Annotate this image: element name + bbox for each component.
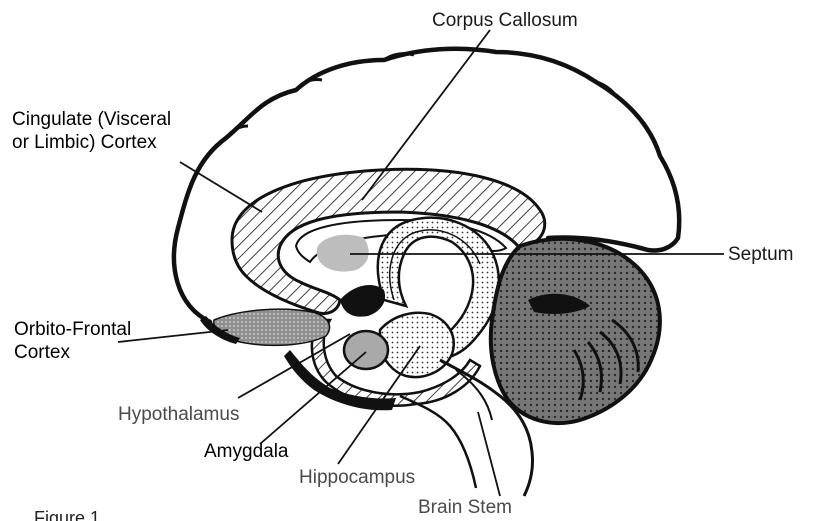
label-cingulate-line2: or Limbic) Cortex (12, 131, 171, 154)
amygdala-shape (344, 331, 388, 369)
label-septum: Septum (728, 243, 793, 266)
label-orbito-line2: Cortex (14, 341, 131, 364)
thalamus-dark-mass (340, 285, 385, 317)
label-orbito-line1: Orbito-Frontal (14, 318, 131, 341)
label-hypothalamus: Hypothalamus (118, 403, 239, 426)
label-brain-stem: Brain Stem (418, 496, 512, 519)
cerebellum-shape (491, 239, 660, 423)
label-cingulate-line1: Cingulate (Visceral (12, 108, 171, 131)
hippocampus-shape (380, 313, 454, 377)
label-amygdala: Amygdala (204, 440, 289, 463)
figure-caption: Figure 1 (34, 508, 100, 521)
label-orbito-frontal-cortex: Orbito-Frontal Cortex (14, 318, 131, 364)
leader-orbito-frontal (118, 330, 228, 342)
label-cingulate-cortex: Cingulate (Visceral or Limbic) Cortex (12, 108, 171, 154)
label-corpus-callosum: Corpus Callosum (432, 9, 578, 32)
leader-brain-stem (478, 412, 500, 496)
label-hippocampus: Hippocampus (299, 466, 415, 489)
